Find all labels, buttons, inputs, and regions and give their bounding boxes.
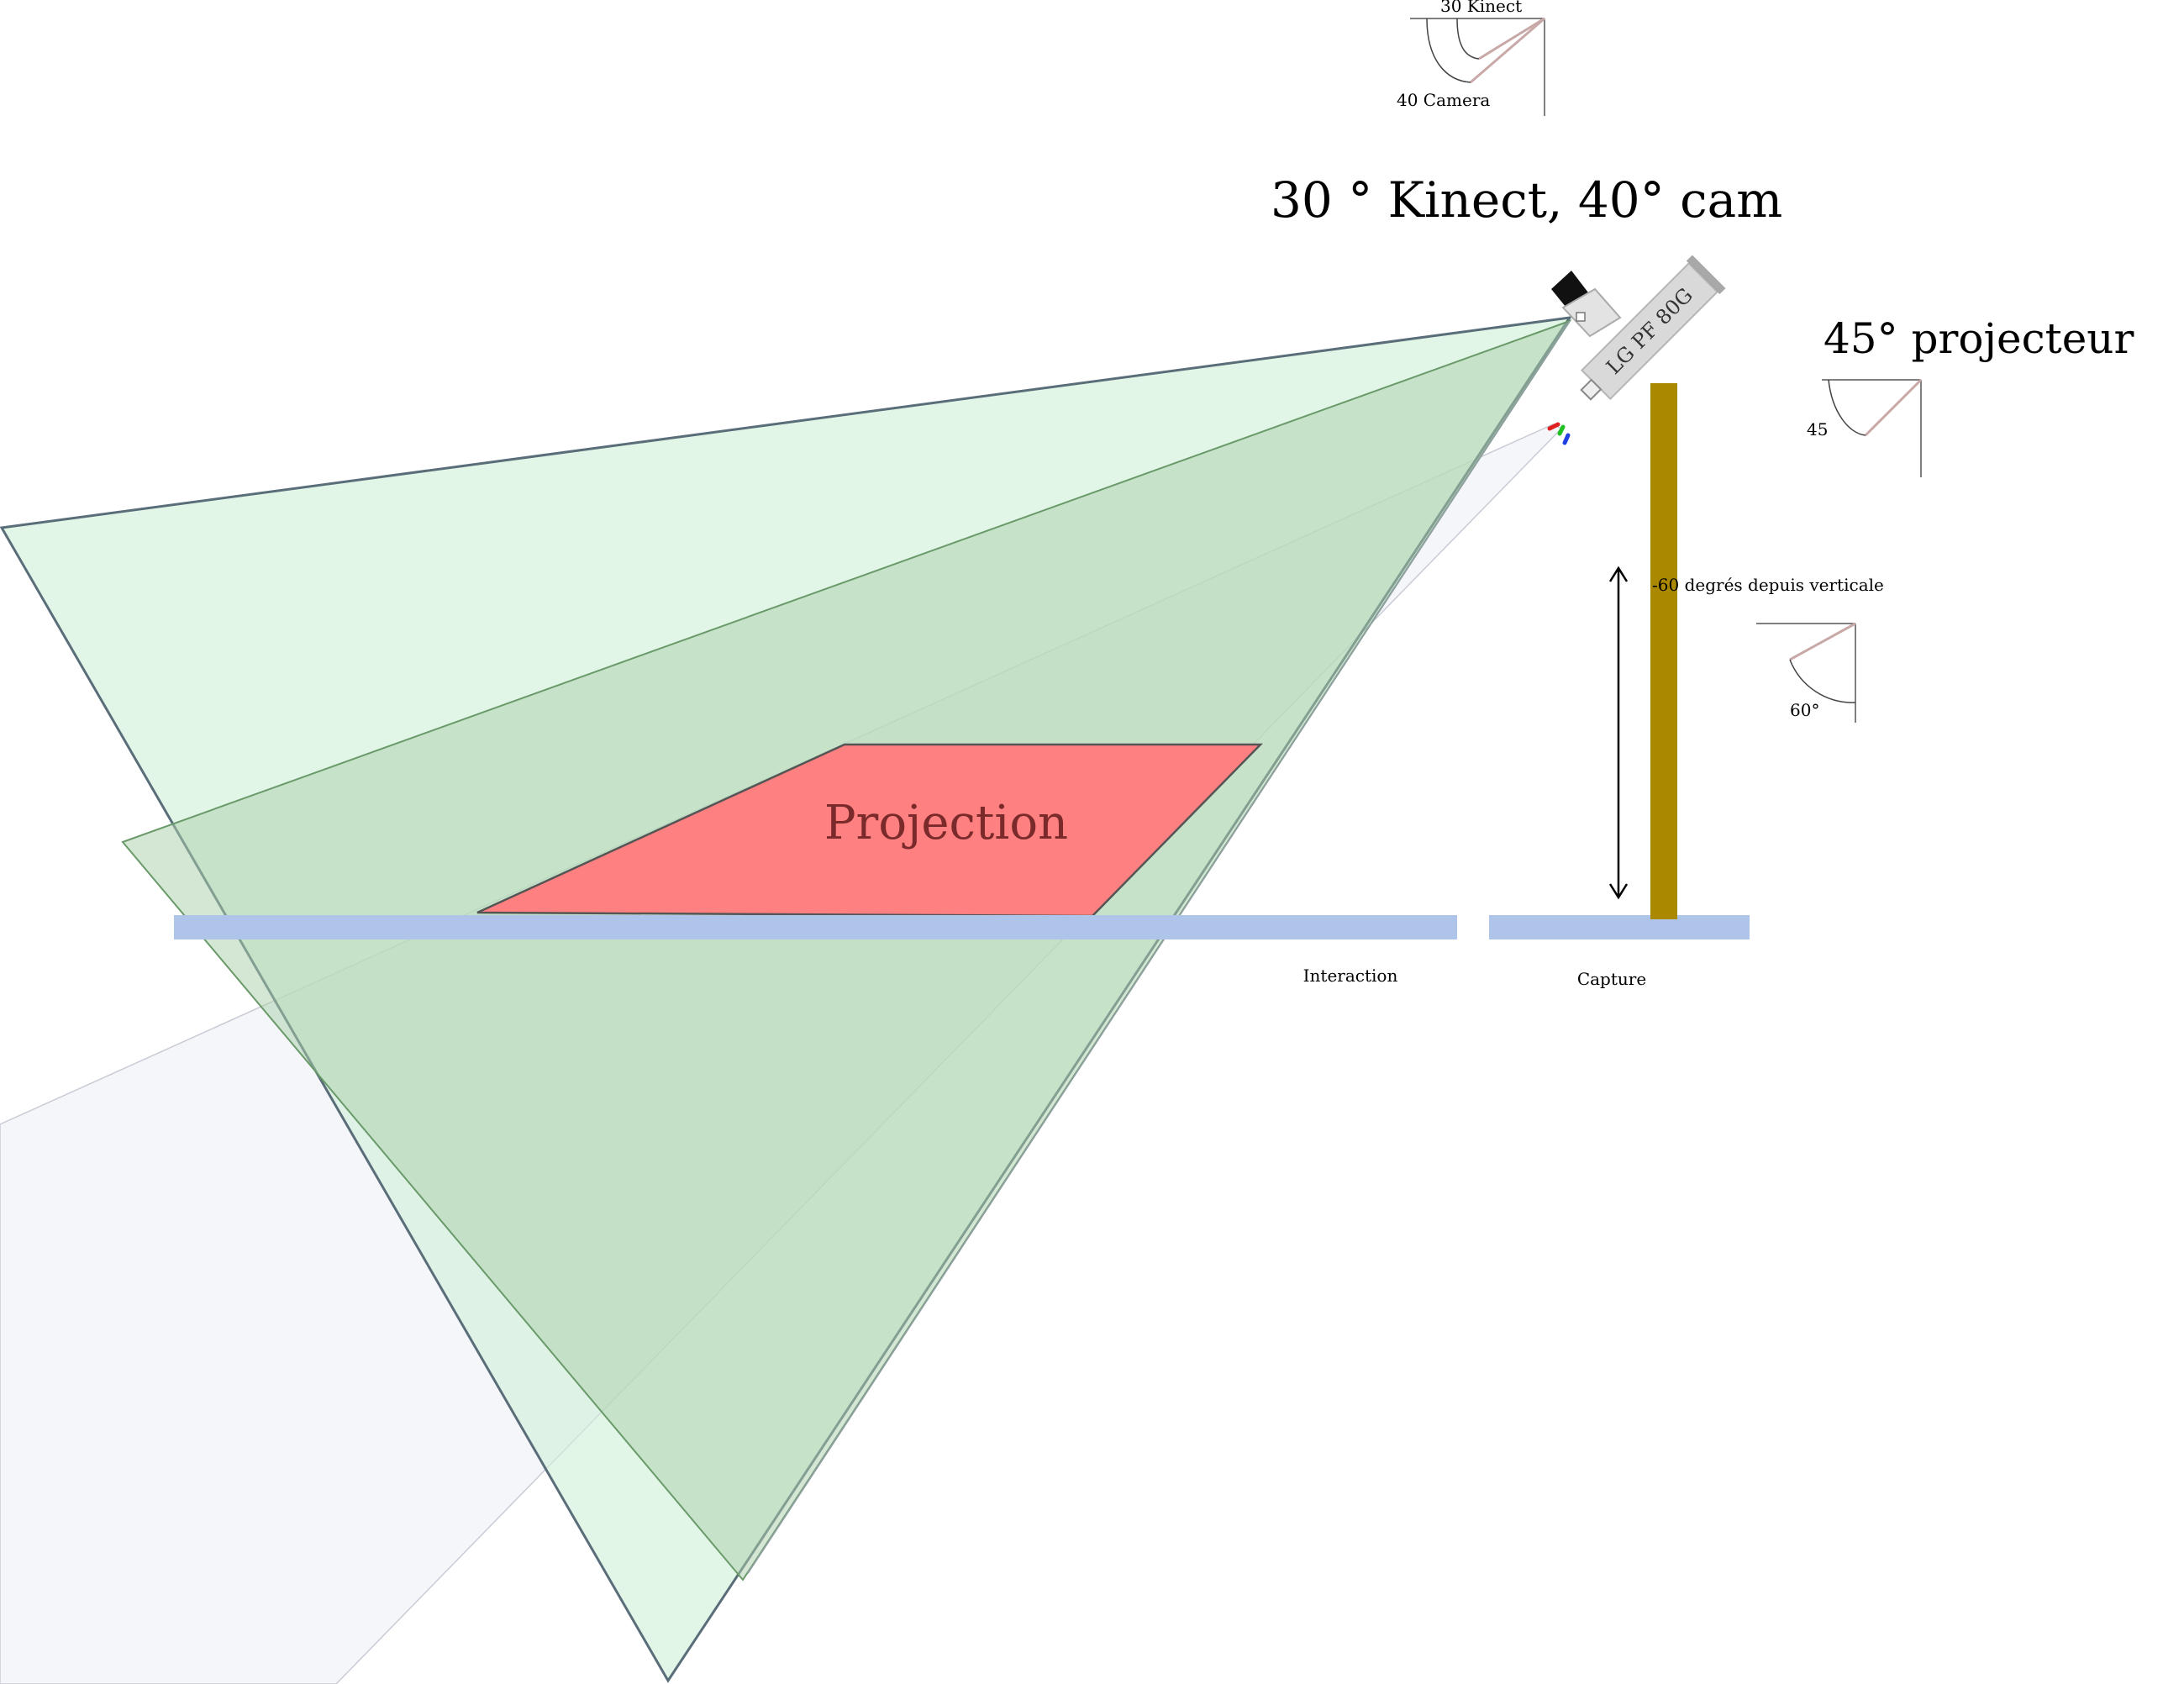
- kinect-camera-angle-diagram: [1410, 17, 1545, 116]
- capture-surface: [1489, 915, 1750, 939]
- mount-angle-diagram: [1756, 622, 1856, 723]
- projector-title: 45° projecteur: [1824, 314, 2134, 363]
- interaction-surface: [174, 915, 1457, 939]
- projector-device: [1580, 255, 1726, 401]
- projector-model-label: LG PF 80G: [1602, 283, 1697, 379]
- camera-field-edge: [747, 320, 1571, 1574]
- projection-label: Projection: [824, 796, 1068, 850]
- camera-angle-small-label: 40 Camera: [1397, 90, 1490, 110]
- mount-pole: [1650, 383, 1677, 919]
- mount-angle-small-label: 60°: [1790, 700, 1819, 720]
- capture-label: Capture: [1577, 969, 1646, 989]
- kinect-angle-small-label: 30 Kinect: [1440, 0, 1522, 16]
- projector-angle-diagram: [1822, 378, 1923, 477]
- height-arrow: [1608, 566, 1629, 900]
- main-title: 30 ° Kinect, 40° cam: [1271, 171, 1782, 229]
- interaction-label: Interaction: [1303, 966, 1398, 986]
- projector-lens-colors: [1547, 422, 1571, 445]
- projector-angle-small-label: 45: [1807, 419, 1828, 439]
- kinect-device: [1551, 271, 1622, 338]
- mount-angle-note: -60 degrés depuis verticale: [1652, 575, 1884, 595]
